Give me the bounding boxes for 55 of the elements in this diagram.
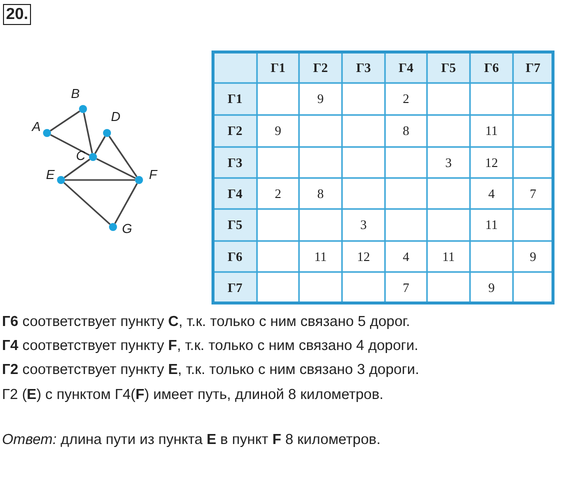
table-cell-text: 12 [484,154,499,172]
explanation-text: Г2 (E) с пунктом Г4(F) имеет путь, длиной 8 километров. [2,386,384,404]
table-cell-text: 9 [274,122,282,140]
table-cell-text: 11 [313,248,328,266]
vertex-label: A [32,120,41,133]
row-header: Г6 [213,241,257,272]
vertex-label: C [76,149,86,162]
table-cell-text: 9 [528,248,538,266]
table-cell-text: 7 [528,184,538,202]
vertex-label: D [111,110,120,123]
table-cell-text: 4 [402,248,410,266]
vertex-label: G [122,222,132,235]
table-cell-text: 9 [487,278,496,296]
table-cell-text: 9 [316,90,325,108]
row-header: Г3 [213,147,257,178]
row-header: Г5 [213,209,257,241]
table-cell-text: 2 [274,184,282,202]
row-header: Г1 [213,83,257,115]
table-cell-text: 4 [487,184,496,202]
table-cell-text: 3 [444,154,453,172]
graph-edge [108,136,138,178]
graph-edge [114,183,138,224]
answer-text: Ответ: длина пути из пункта E в пункт F 8 километров. [2,431,380,449]
column-header: Г5 [427,52,470,83]
column-header: Г4 [385,52,427,83]
graph-edge [94,136,106,154]
graph-edge [63,182,111,225]
column-header: Г6 [470,52,513,83]
vertex-label: E [46,168,55,181]
column-header: Г1 [257,52,299,83]
explanation-text: Г2 соответствует пункту E, т.к. только с ним связано 3 дороги. [2,361,420,379]
graph-edge [96,158,136,179]
task-number: 20. [3,4,32,25]
explanation-text: Г4 соответствует пункту F, т.к. только с ним связано 4 дороги. [2,337,418,355]
vertex-label: B [71,87,80,100]
table-cell-text: 8 [316,184,325,202]
graph-edge [50,134,90,156]
vertex-label: F [149,168,157,181]
table-cell-text: 11 [484,216,499,234]
table-cell-text: 7 [402,278,410,296]
table-cell-text: 3 [359,216,368,234]
row-header: Г2 [213,115,257,147]
graph-edge [64,158,90,178]
table-cell-text: 11 [484,122,499,140]
graph-edge [50,110,80,132]
graph-edge [83,112,93,154]
column-header: Г2 [299,52,342,83]
table-cell-text: 12 [356,248,371,266]
table-cell-text: 11 [441,248,456,266]
row-header: Г4 [213,178,257,209]
graph-edge [65,179,135,181]
explanation-text: Г6 соответствует пункту C, т.к. только с ним связано 5 дорог. [2,313,410,331]
column-header: Г3 [342,52,385,83]
table-cell-text: 8 [402,122,410,140]
table-cell-text: 2 [402,90,410,108]
